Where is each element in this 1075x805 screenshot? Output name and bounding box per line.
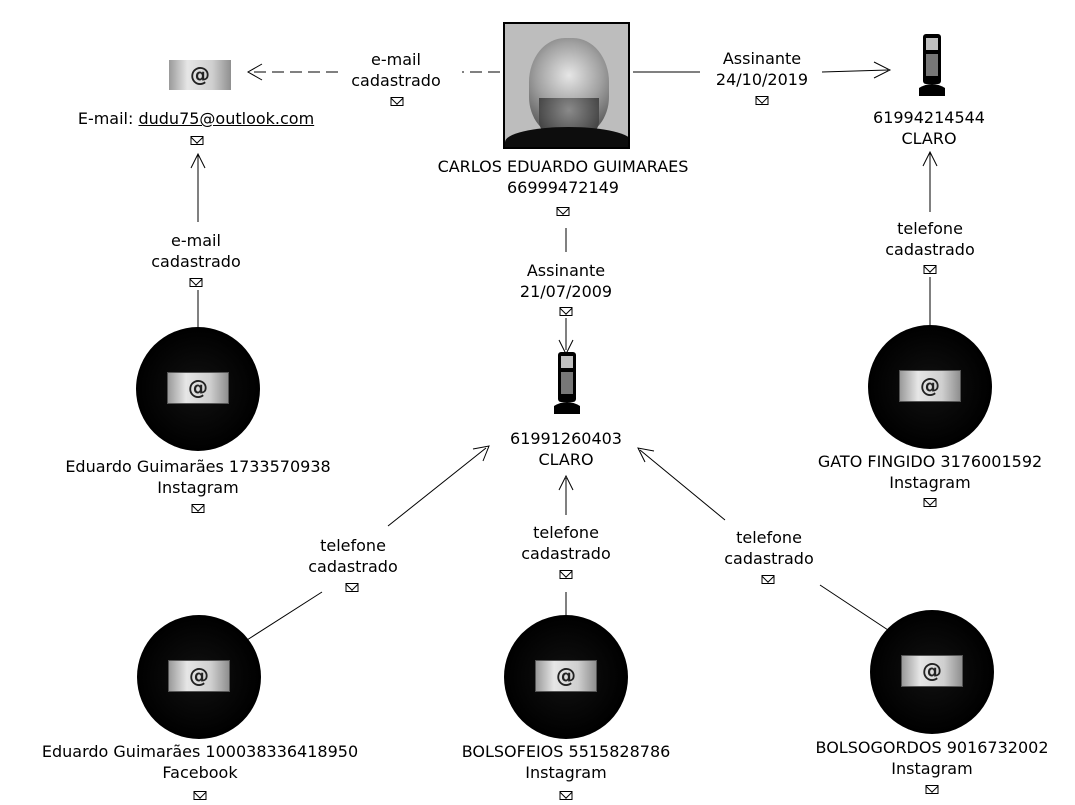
account-envelope-icon[interactable] bbox=[559, 791, 573, 800]
email-address-link[interactable]: dudu75@outlook.com bbox=[138, 109, 315, 128]
person-number: 66999472149 bbox=[507, 178, 619, 197]
email-node-icon: @ bbox=[169, 60, 231, 90]
phone-top-number: 61994214544 bbox=[873, 108, 985, 127]
person-photo-icon[interactable] bbox=[503, 22, 630, 149]
edge-envelope-icon[interactable] bbox=[761, 575, 775, 584]
edge-envelope-icon[interactable] bbox=[755, 96, 769, 105]
account-node-bolsofeios[interactable]: @ bbox=[504, 615, 628, 739]
at-sign-icon: @ bbox=[188, 375, 208, 400]
account-envelope-icon[interactable] bbox=[191, 504, 205, 513]
email-prefix: E-mail: bbox=[77, 109, 139, 128]
mobile-phone-icon[interactable] bbox=[552, 352, 582, 416]
account-envelope-icon[interactable] bbox=[925, 785, 939, 794]
edge-facebook-phone-mid bbox=[246, 447, 487, 641]
email-node-label[interactable]: E-mail: dudu75@outlook.com bbox=[78, 108, 314, 129]
email-node-envelope-icon[interactable] bbox=[190, 136, 204, 145]
person-envelope-icon[interactable] bbox=[556, 207, 570, 216]
arrowhead-facebook-phone-mid bbox=[472, 445, 490, 462]
edge-envelope-icon[interactable] bbox=[559, 570, 573, 579]
person-label: CARLOS EDUARDO GUIMARAES 66999472149 bbox=[438, 156, 689, 198]
account-node-eduardo-instagram[interactable]: @ bbox=[136, 327, 260, 451]
at-sign-icon: @ bbox=[189, 663, 209, 688]
phone-top-carrier: CLARO bbox=[901, 129, 957, 148]
account-node-bolsogordos[interactable]: @ bbox=[870, 610, 994, 734]
account-envelope-icon[interactable] bbox=[923, 498, 937, 507]
mobile-phone-icon[interactable] bbox=[917, 34, 947, 98]
arrowhead-eduardo-ig-email bbox=[190, 152, 206, 169]
phone-mid-carrier: CLARO bbox=[538, 450, 594, 469]
at-sign-icon: @ bbox=[922, 658, 942, 683]
arrowhead-phone-top bbox=[873, 61, 892, 79]
account-envelope-icon[interactable] bbox=[193, 791, 207, 800]
edge-bolsogordos-phone-mid bbox=[639, 449, 889, 631]
arrowhead-gato-phone-top bbox=[922, 150, 938, 167]
person-name: CARLOS EDUARDO GUIMARAES bbox=[437, 157, 689, 176]
edge-envelope-icon[interactable] bbox=[390, 97, 404, 106]
at-sign-icon: @ bbox=[190, 62, 210, 87]
at-sign-icon: @ bbox=[920, 373, 940, 398]
edge-envelope-icon[interactable] bbox=[923, 265, 937, 274]
at-sign-icon: @ bbox=[556, 663, 576, 688]
edge-person-phone-top bbox=[633, 69, 889, 73]
arrowhead-email bbox=[246, 63, 263, 81]
phone-mid-number: 61991260403 bbox=[510, 429, 622, 448]
edge-envelope-icon[interactable] bbox=[189, 278, 203, 287]
arrowhead-bolsofeios-phone-mid bbox=[558, 474, 574, 491]
arrowhead-bolsogordos-phone-mid bbox=[637, 447, 655, 463]
account-node-gato-fingido[interactable]: @ bbox=[868, 325, 992, 449]
account-node-eduardo-facebook[interactable]: @ bbox=[137, 615, 261, 739]
edge-envelope-icon[interactable] bbox=[559, 307, 573, 316]
edge-envelope-icon[interactable] bbox=[345, 583, 359, 592]
